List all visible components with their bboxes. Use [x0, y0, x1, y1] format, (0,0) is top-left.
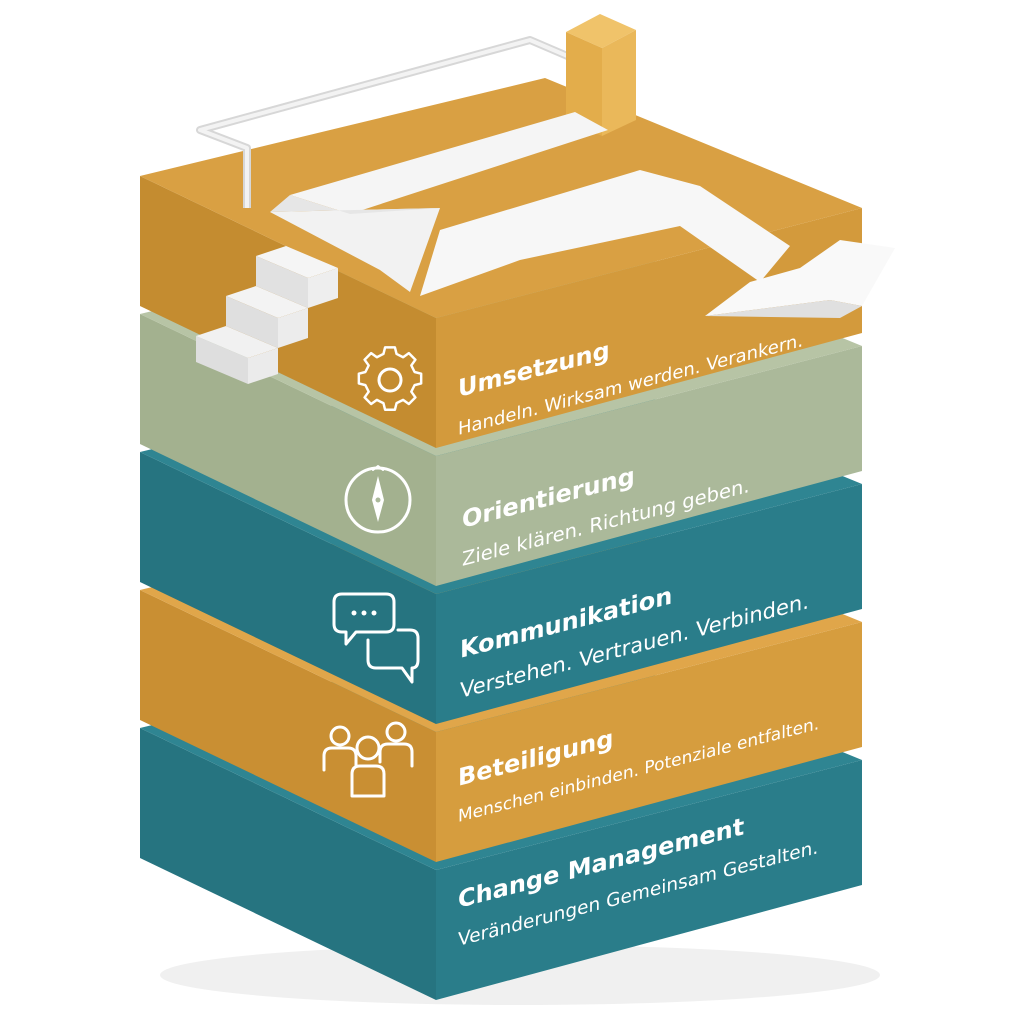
gear-icon — [357, 346, 423, 411]
layer-front-face — [436, 760, 862, 1000]
chat-bubbles-icon — [332, 592, 420, 684]
people-icon — [322, 721, 414, 798]
arrow-head-right — [705, 240, 895, 316]
layer-left-face — [140, 590, 436, 862]
arrow-head-left — [270, 208, 440, 292]
layer-top-face — [140, 78, 862, 318]
layer-front-face — [436, 346, 862, 586]
umsetzung-top-decoration — [196, 14, 895, 384]
layer-front-face — [436, 484, 862, 724]
compass-icon — [344, 465, 412, 534]
arrow-band-back — [290, 112, 608, 214]
stairs — [196, 246, 338, 384]
layer-front-face — [436, 622, 862, 862]
layer-umsetzung: Umsetzung Handeln. Wirksam werden. Veran… — [140, 14, 895, 448]
layer-left-face — [140, 728, 436, 1000]
pillar — [566, 14, 636, 136]
arrow-path — [420, 170, 790, 296]
layer-left-face — [140, 452, 436, 724]
layer-left-face — [140, 314, 436, 586]
